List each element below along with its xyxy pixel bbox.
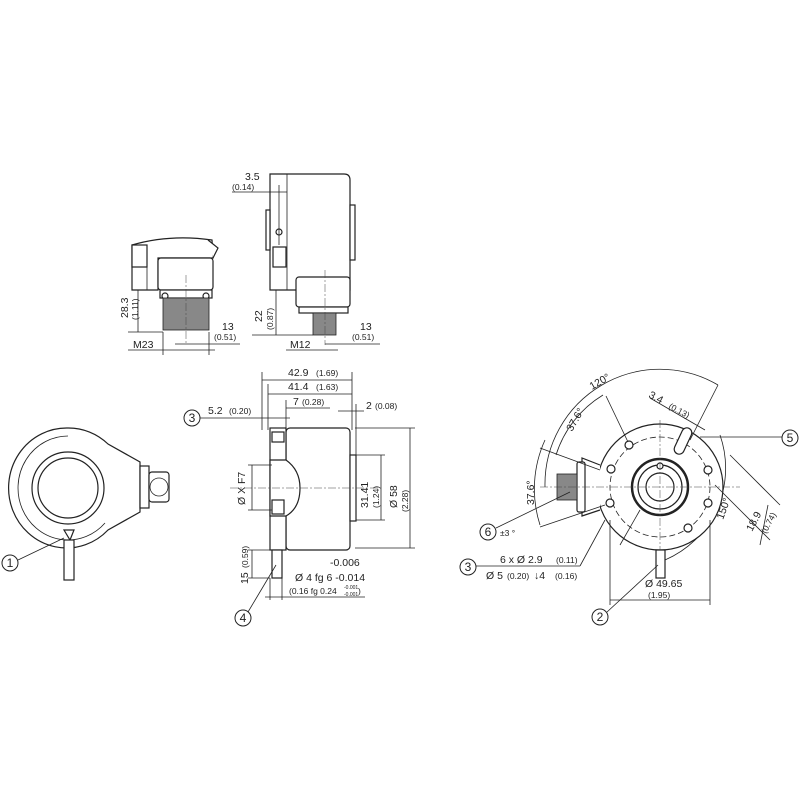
callout-5-label: 5	[787, 431, 794, 445]
dim-7-in: (0.28)	[302, 397, 324, 407]
rear-view: 120° 37.6° 37.6° 150° 3.4 (0.13) 18.9 (0…	[459, 368, 799, 626]
dim-41-4: 41.4	[288, 381, 309, 393]
callout-2-label: 2	[597, 610, 604, 624]
thread-m12: M12	[290, 339, 311, 351]
callout-1-label: 1	[7, 556, 14, 570]
pin-tol-in-lower: -0.001	[344, 592, 358, 598]
m12-thread	[312, 312, 337, 336]
callout-2	[591, 608, 609, 626]
dim-bore: Ø X F7	[236, 472, 248, 505]
dim-3-5: 3.5	[245, 171, 260, 183]
callout-3-rear	[459, 558, 477, 576]
callout-3-side-label: 3	[189, 411, 196, 425]
dim-3-5-in: (0.14)	[232, 182, 254, 192]
dim-5-2-in: (0.20)	[229, 406, 251, 416]
dim-slot-in: (0.13)	[667, 401, 691, 420]
dim-pin-dia-in: (0.16 fg 0.24	[289, 586, 337, 596]
dim-2-in: (0.08)	[375, 401, 397, 411]
connector-axial-view: 28.3 (1.11) 13 (0.51) M23	[119, 237, 240, 355]
pin-dia-in-close: )	[358, 586, 361, 596]
dim-5-2: 5.2	[208, 405, 223, 417]
dim-pcd: Ø 49.65	[645, 578, 683, 590]
dim-2: 2	[366, 400, 372, 412]
dim-15-in: (0.59)	[240, 546, 250, 568]
tol-angle: ±3 °	[500, 528, 515, 538]
dim-slot: 3.4	[647, 389, 666, 407]
dim-41-4-in: (1.63)	[316, 382, 338, 392]
angle-37-6-lower: 37.6°	[525, 480, 537, 505]
dim-28-3: 28.3	[119, 297, 131, 318]
dim-7: 7	[293, 396, 299, 408]
dim-pin-dia: Ø 4 fg 6 -0.014	[295, 572, 365, 584]
holes-spec: 6 x Ø 2.9	[500, 554, 543, 566]
callout-3-rear-label: 3	[465, 560, 472, 574]
callout-6	[479, 523, 497, 541]
angle-37-6-upper: 37.6°	[564, 406, 587, 433]
callout-4-label: 4	[240, 611, 247, 625]
dim-13: 13	[222, 321, 234, 333]
dim-31-41: 31.41	[359, 482, 371, 508]
dim-28-3-in: (1.11)	[130, 298, 140, 320]
dim-15: 15	[239, 572, 251, 584]
dim-pcd-in: (1.95)	[648, 590, 670, 600]
front-view: 1	[1, 427, 170, 581]
callout-6-label: 6	[485, 525, 492, 539]
callout-5	[781, 429, 799, 447]
dim-42-9: 42.9	[288, 367, 309, 379]
pin-tol-in-upper: -0.001	[344, 585, 358, 591]
connector-radial-view: 3.5 (0.14) 22 (0.87) 13 (0.51) M12	[232, 171, 380, 351]
dim-13-radial-in: (0.51)	[352, 332, 374, 342]
dim-13-in: (0.51)	[214, 332, 236, 342]
callout-1	[1, 554, 19, 572]
angle-120: 120°	[588, 371, 613, 392]
dim-22: 22	[253, 310, 265, 322]
depth-in: (0.16)	[555, 571, 577, 581]
dim-22-in: (0.87)	[265, 308, 275, 330]
dim-dia-58-in: (2.28)	[400, 490, 410, 512]
counterbore: Ø 5	[486, 570, 503, 582]
dim-42-9-in: (1.69)	[316, 368, 338, 378]
callout-3-side	[183, 409, 201, 427]
dim-13-radial: 13	[360, 321, 372, 333]
callout-4	[234, 609, 252, 627]
holes-spec-in: (0.11)	[556, 555, 578, 565]
counterbore-in: (0.20)	[507, 571, 529, 581]
tol-upper: -0.006	[330, 557, 360, 569]
thread-m23: M23	[133, 339, 154, 351]
depth: ↓4	[534, 570, 545, 582]
dim-dia-58: Ø 58	[388, 485, 400, 508]
side-view: 42.9 (1.69) 41.4 (1.63) 7 (0.28) 5.2 (0.…	[183, 367, 415, 627]
dim-31-41-in: (1.24)	[371, 486, 381, 508]
